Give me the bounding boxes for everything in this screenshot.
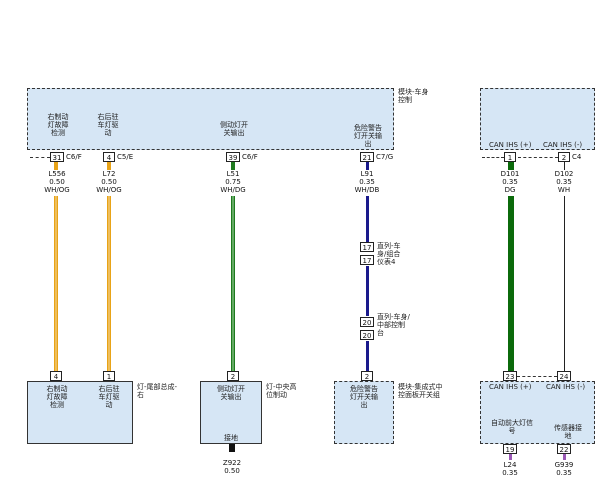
- switch-item-hazard-output: 危险警告 灯开关输 出: [350, 385, 378, 409]
- wire-l72-code: L72: [102, 170, 116, 178]
- wire-g939-gauge: 0.35: [556, 469, 572, 477]
- center-brake-lamp-label: 灯-中央高 位制动: [266, 383, 297, 399]
- inline-20-label: 直列-车身/ 中部控制 台: [377, 313, 410, 337]
- wire-l91-gauge: 0.35: [359, 178, 375, 186]
- top-right-item-can-plus: CAN IHS (+): [489, 141, 532, 149]
- center-lamp-item-ground: 接地: [224, 434, 238, 442]
- inline-pin-20-a: 20: [360, 317, 374, 327]
- bottom-pin-4: 4: [50, 371, 62, 381]
- pin-lead-dash: [517, 376, 557, 377]
- top-pin-31-connector: C6/F: [66, 153, 82, 161]
- wire-l24-code: L24: [503, 461, 517, 469]
- top-right-item-can-minus: CAN IHS (-): [543, 141, 583, 149]
- top-pin-1: 1: [504, 152, 516, 162]
- pin-lead-dash: [482, 157, 504, 158]
- wire-l72-gauge: 0.50: [101, 178, 117, 186]
- pin-lead-dash: [30, 157, 50, 158]
- wire-l72-color: WH/OG: [96, 186, 122, 194]
- wire-l91-stub: [366, 162, 369, 170]
- rear-lamp-assembly: [27, 381, 133, 444]
- top-pin-31: 31: [50, 152, 64, 162]
- top-item-right-brake-detect: 右制动 灯故障 检测: [47, 113, 69, 137]
- rear-lamp-item-brake-detect: 右制动 灯故障 检测: [46, 385, 68, 409]
- top-right-module: [480, 88, 595, 150]
- integrated-switch-module: [334, 381, 394, 444]
- wire-l91-a: [366, 196, 369, 242]
- center-lamp-item-switch-output: 侧动灯开 关输出: [217, 385, 245, 401]
- wire-d101-code: D101: [500, 170, 520, 178]
- rear-lamp-item-park-drive: 右后驻 车灯驱 动: [98, 385, 120, 409]
- top-item-hazard-switch-output: 危险警告 灯开关输 出: [354, 124, 382, 148]
- wire-l51-gauge: 0.75: [225, 178, 241, 186]
- rear-lamp-label: 灯-尾部总成- 右: [137, 383, 178, 399]
- bottom-pin-24: 24: [557, 371, 571, 381]
- top-pin-2: 2: [558, 152, 570, 162]
- bottom-right-item-sensor-ground: 传感器接 地: [554, 424, 582, 440]
- inline-pin-17-b: 17: [360, 255, 374, 265]
- top-item-brake-switch-output: 侧动灯开 关输出: [220, 121, 248, 137]
- wire-d101-gauge: 0.35: [502, 178, 518, 186]
- wire-d101-stub: [508, 162, 514, 170]
- wire-l556-stub: [54, 162, 58, 170]
- bottom-pin-22: 22: [557, 444, 571, 454]
- top-pin-2-connector: C4: [572, 153, 582, 161]
- bottom-pin-2-lamp: 2: [227, 371, 239, 381]
- wire-l51: [231, 196, 235, 371]
- wire-z922-stub: [229, 444, 235, 452]
- top-pin-4: 4: [103, 152, 115, 162]
- inline-pin-20-b: 20: [360, 330, 374, 340]
- top-pin-39: 39: [226, 152, 240, 162]
- bottom-right-item-can-plus: CAN IHS (+): [489, 383, 532, 391]
- bottom-pin-2-switch: 2: [361, 371, 373, 381]
- bottom-right-module: [480, 381, 595, 444]
- wire-z922-code: Z922: [222, 459, 242, 467]
- top-pin-21: 21: [360, 152, 374, 162]
- bottom-right-item-can-minus: CAN IHS (-): [546, 383, 586, 391]
- wire-d101: [508, 196, 514, 371]
- body-control-module-label: 模块-车身 控制: [398, 88, 429, 104]
- integrated-switch-label: 模块-集成式中 控面板开关组: [398, 383, 443, 399]
- wire-l556-code: L556: [48, 170, 66, 178]
- wire-g939-stub: [563, 454, 566, 460]
- wire-l72-stub: [107, 162, 111, 170]
- bottom-right-item-auto-headlamp: 自动前大灯信 号: [491, 419, 533, 435]
- wire-l24-gauge: 0.35: [502, 469, 518, 477]
- wire-l72: [107, 196, 111, 371]
- bottom-pin-23: 23: [503, 371, 517, 381]
- wire-l51-stub: [231, 162, 235, 170]
- bottom-pin-1: 1: [103, 371, 115, 381]
- wire-d102-color: WH: [557, 186, 571, 194]
- wire-l91-b: [366, 266, 369, 316]
- wire-l51-color: WH/DG: [220, 186, 246, 194]
- wire-l556: [54, 196, 58, 371]
- wire-l24-stub: [509, 454, 512, 460]
- wire-d101-color: DG: [504, 186, 516, 194]
- inline-pin-17-a: 17: [360, 242, 374, 252]
- top-pin-39-connector: C6/F: [242, 153, 258, 161]
- bottom-pin-19: 19: [503, 444, 517, 454]
- wire-l91-c: [366, 341, 369, 371]
- body-control-module: [27, 88, 394, 150]
- top-pin-21-connector: C7/G: [376, 153, 394, 161]
- pin-lead-dash: [518, 157, 558, 158]
- center-brake-lamp: [200, 381, 262, 444]
- wire-d102-stub: [564, 162, 565, 170]
- wire-l556-color: WH/OG: [44, 186, 70, 194]
- wire-d102-code: D102: [554, 170, 574, 178]
- top-pin-4-connector: C5/E: [117, 153, 134, 161]
- inline-17-label: 直列-车 身/组合 仪表4: [377, 242, 401, 266]
- wire-z922-gauge: 0.50: [224, 467, 240, 475]
- wire-d102-gauge: 0.35: [556, 178, 572, 186]
- wire-l51-code: L51: [226, 170, 240, 178]
- wire-l91-color: WH/DB: [354, 186, 380, 194]
- wire-d102: [564, 196, 565, 371]
- wire-l91-code: L91: [360, 170, 374, 178]
- top-item-right-rear-park-drive: 右后驻 车灯驱 动: [97, 113, 119, 137]
- wire-g939-code: G939: [554, 461, 574, 469]
- wire-l556-gauge: 0.50: [49, 178, 65, 186]
